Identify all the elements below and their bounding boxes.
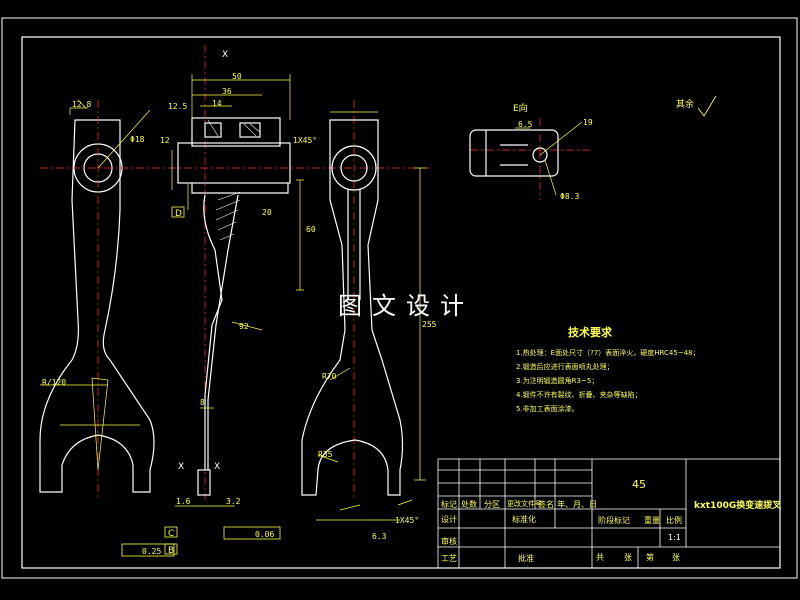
dim-r70: R70	[322, 372, 337, 381]
roughness-symbol	[697, 95, 717, 117]
datum-b-label: B	[168, 546, 175, 556]
section-mark-left: X	[178, 462, 185, 472]
scale-label: 比例	[666, 516, 682, 525]
header-count: 处数	[461, 500, 477, 509]
header-date: 年、月、日	[557, 500, 597, 509]
dim-255: 255	[422, 320, 437, 329]
dim-36: 36	[222, 87, 232, 96]
tech-item-1: 1.热处理：E面处尺寸（?7）表面淬火，硬度HRC45~48；	[516, 349, 700, 357]
dim-14: 14	[212, 99, 222, 108]
tech-item-3: 3.为注明锻造圆角R3~5；	[516, 377, 599, 385]
dim-6-5: 6.5	[518, 120, 533, 129]
process-label: 工艺	[441, 554, 457, 563]
right-fork-view	[301, 119, 404, 496]
dim-92: 92	[239, 322, 249, 331]
approve-label: 批准	[518, 554, 534, 563]
dim-r35: R35	[318, 450, 333, 459]
sheets-label: 共	[596, 553, 604, 562]
weight-label: 重量	[644, 516, 660, 525]
tech-item-5: 5.非加工表面涂漆。	[516, 405, 579, 413]
dim-8: 8	[200, 398, 205, 407]
tech-item-4: 4.锻件不许有裂纹、折叠、夹杂等缺陷；	[516, 391, 642, 399]
dim-roughness-1-6: 1.6	[176, 497, 191, 506]
stage-mark-label: 阶段标记	[598, 516, 630, 525]
section-mark-right: X	[214, 462, 221, 472]
dim-tolerance-0-25: 0.25	[142, 547, 162, 556]
inner-frame	[21, 36, 781, 569]
left-fork-view	[39, 119, 155, 493]
dim-18: Φ18	[130, 135, 145, 144]
remaining-roughness-label: 其余	[676, 100, 695, 110]
dim-r120: R/120	[42, 378, 67, 387]
watermark-text: 图文设计	[338, 292, 474, 320]
part-name: kxt100G换变速拨叉	[694, 501, 782, 511]
header-zone: 分区	[484, 500, 500, 509]
dim-19: 19	[583, 118, 593, 127]
middle-section-view	[177, 117, 291, 496]
header-change-doc: 更改文件号	[507, 500, 542, 508]
scale-value: 1:1	[668, 533, 681, 542]
standardize-label: 标准化	[512, 515, 536, 524]
dim-tolerance-0-06: 0.06	[255, 530, 275, 539]
section-hatching	[207, 119, 261, 241]
page-unit-label: 张	[672, 553, 680, 562]
material-label: 45	[632, 478, 646, 491]
design-label: 设计	[441, 515, 457, 524]
sheets-unit-label: 张	[624, 553, 632, 562]
tech-item-2: 2.锻造后应进行表面喷丸处理；	[516, 363, 614, 371]
dim-50: 50	[232, 72, 242, 81]
e-view	[469, 129, 559, 177]
datum-c-label: C	[168, 529, 175, 539]
dim-1x45-top: 1X45°	[293, 136, 318, 145]
title-block-grid	[437, 458, 781, 569]
dim-roughness-3-2: 3.2	[226, 497, 241, 506]
page-label: 第	[646, 553, 654, 562]
dim-12-8: 12.8	[72, 100, 92, 109]
datum-boxes	[121, 206, 281, 557]
header-mark: 标记	[441, 500, 457, 509]
dim-60: 60	[306, 225, 316, 234]
dim-8-3: Φ8.3	[560, 192, 580, 201]
dim-12: 12	[160, 136, 170, 145]
review-label: 审核	[441, 537, 457, 546]
header-sign: 签名	[538, 500, 554, 509]
section-mark-top: X	[222, 50, 229, 60]
view-e-label: E向	[513, 104, 528, 114]
tech-requirements-title: 技术要求	[568, 326, 612, 339]
outer-frame	[1, 17, 798, 579]
dim-1x45-bottom: 1X45°	[395, 516, 420, 525]
dim-roughness-6-3: 6.3	[372, 532, 387, 541]
dim-12-5: 12.5	[168, 102, 188, 111]
dim-20: 20	[262, 208, 272, 217]
datum-d-label: D	[175, 209, 182, 219]
